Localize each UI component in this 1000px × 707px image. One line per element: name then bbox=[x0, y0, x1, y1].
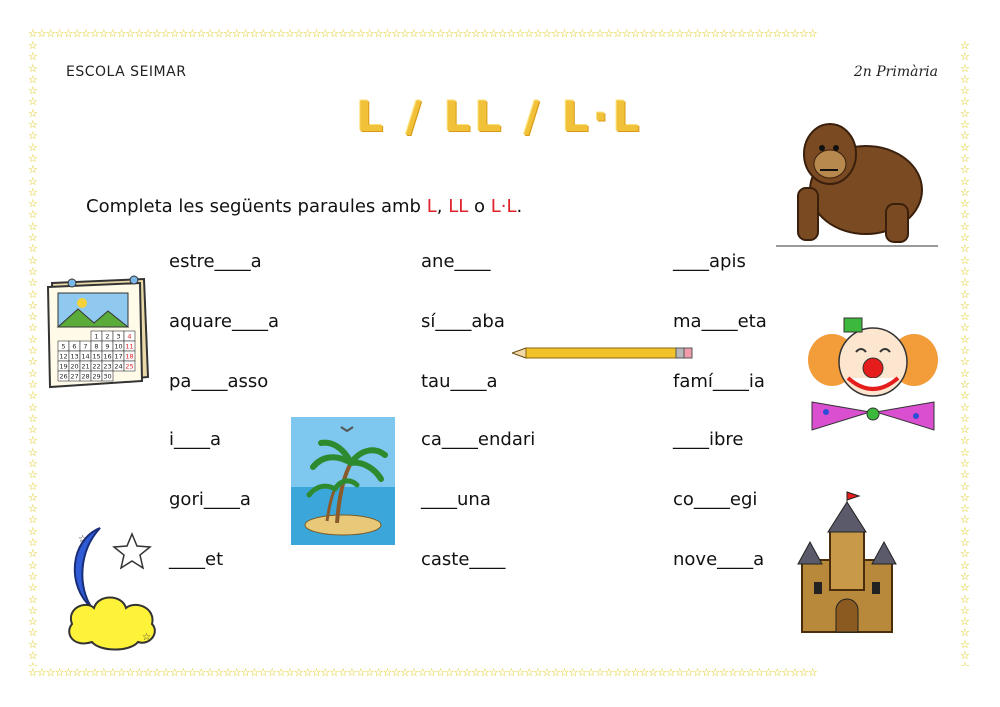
word-item[interactable]: ____ibre bbox=[673, 429, 744, 450]
moon-and-cloud-icon: ☆ ☆ bbox=[68, 527, 156, 651]
calendar-day: 12 bbox=[59, 353, 67, 361]
calendar-day: 16 bbox=[103, 353, 111, 361]
instruction-prefix: Completa les següents paraules amb bbox=[86, 196, 427, 217]
word-item[interactable]: ma____eta bbox=[673, 311, 767, 332]
star-border-right: ☆☆☆☆☆☆☆☆☆☆☆☆☆☆☆☆☆☆☆☆☆☆☆☆☆☆☆☆☆☆☆☆☆☆☆☆☆☆☆☆… bbox=[960, 40, 970, 666]
calendar-day: 27 bbox=[70, 373, 78, 381]
calendar-day: 9 bbox=[105, 343, 109, 351]
calendar-day: 28 bbox=[81, 373, 89, 381]
calendar-day: 10 bbox=[114, 343, 122, 351]
word-item[interactable]: gori____a bbox=[169, 489, 251, 510]
calendar-day: 6 bbox=[72, 343, 76, 351]
calendar-day: 5 bbox=[61, 343, 65, 351]
calendar-day: 25 bbox=[125, 363, 133, 371]
word-item[interactable]: nove____a bbox=[673, 549, 765, 570]
option-l: L bbox=[426, 196, 437, 217]
svg-text:☆: ☆ bbox=[142, 632, 151, 643]
calendar-day: 11 bbox=[125, 343, 133, 351]
calendar-day: 13 bbox=[70, 353, 78, 361]
option-ll: LL bbox=[448, 196, 469, 217]
calendar-day: 8 bbox=[94, 343, 98, 351]
word-item[interactable]: tau____a bbox=[421, 371, 498, 392]
instruction: Completa les següents paraules amb L, LL… bbox=[86, 196, 522, 217]
word-item[interactable]: pa____asso bbox=[169, 371, 269, 392]
star-border-top: ☆☆☆☆☆☆☆☆☆☆☆☆☆☆☆☆☆☆☆☆☆☆☆☆☆☆☆☆☆☆☆☆☆☆☆☆☆☆☆☆… bbox=[28, 28, 818, 39]
star-border-bottom: ☆☆☆☆☆☆☆☆☆☆☆☆☆☆☆☆☆☆☆☆☆☆☆☆☆☆☆☆☆☆☆☆☆☆☆☆☆☆☆☆… bbox=[28, 667, 818, 678]
calendar-cell bbox=[123, 360, 136, 372]
word-item[interactable]: ane____ bbox=[421, 251, 491, 272]
calendar-day: 15 bbox=[92, 353, 100, 361]
word-item[interactable]: co____egi bbox=[673, 489, 758, 510]
star-border: ☆☆☆☆☆☆☆☆☆☆☆☆☆☆☆☆☆☆☆☆☆☆☆☆☆☆☆☆☆☆☆☆☆☆☆☆☆☆☆☆… bbox=[28, 28, 972, 678]
option-lgl: L·L bbox=[490, 196, 517, 217]
calendar-day: 30 bbox=[103, 373, 111, 381]
castle-icon bbox=[797, 491, 897, 633]
calendar-day: 24 bbox=[114, 363, 122, 371]
page-title: L / LL / L·L bbox=[356, 92, 644, 141]
instruction-sep2: o bbox=[468, 196, 491, 217]
calendar-day: 18 bbox=[125, 353, 133, 361]
clown-icon bbox=[808, 317, 938, 431]
calendar-day: 1 bbox=[94, 333, 98, 341]
instruction-suffix: . bbox=[516, 196, 523, 217]
calendar-cell bbox=[101, 370, 114, 382]
calendar-day: 21 bbox=[81, 363, 89, 371]
calendar-day: 29 bbox=[92, 373, 100, 381]
word-item[interactable]: caste____ bbox=[421, 549, 506, 570]
calendar-day: 14 bbox=[81, 353, 89, 361]
calendar-day: 26 bbox=[59, 373, 67, 381]
calendar-day: 2 bbox=[105, 333, 109, 341]
word-item[interactable]: ____una bbox=[421, 489, 491, 510]
calendar-day: 3 bbox=[116, 333, 120, 341]
word-item[interactable]: i____a bbox=[169, 429, 222, 450]
calendar-day: 20 bbox=[70, 363, 78, 371]
word-item[interactable]: ____apis bbox=[673, 251, 746, 272]
word-item[interactable]: ca____endari bbox=[421, 429, 536, 450]
calendar-day: 4 bbox=[127, 333, 131, 341]
calendar-day: 19 bbox=[59, 363, 67, 371]
pencil-icon bbox=[512, 347, 693, 359]
gorilla-icon bbox=[776, 123, 938, 247]
grade-label: 2n Primària bbox=[853, 64, 938, 80]
school-name: ESCOLA SEIMAR bbox=[66, 64, 187, 80]
star-border-left: ☆☆☆☆☆☆☆☆☆☆☆☆☆☆☆☆☆☆☆☆☆☆☆☆☆☆☆☆☆☆☆☆☆☆☆☆☆☆☆☆… bbox=[28, 40, 38, 666]
calendar-day: 23 bbox=[103, 363, 111, 371]
word-item[interactable]: aquare____a bbox=[169, 311, 280, 332]
calendar-day: 22 bbox=[92, 363, 100, 371]
calendar-day: 17 bbox=[114, 353, 122, 361]
word-item[interactable]: ____et bbox=[169, 549, 224, 570]
word-item[interactable]: sí____aba bbox=[421, 311, 505, 332]
island-icon bbox=[291, 417, 395, 545]
svg-text:☆: ☆ bbox=[78, 534, 87, 545]
instruction-sep1: , bbox=[436, 196, 449, 217]
word-item[interactable]: estre____a bbox=[169, 251, 262, 272]
calendar-day: 7 bbox=[83, 343, 87, 351]
word-item[interactable]: famí____ia bbox=[673, 371, 765, 392]
